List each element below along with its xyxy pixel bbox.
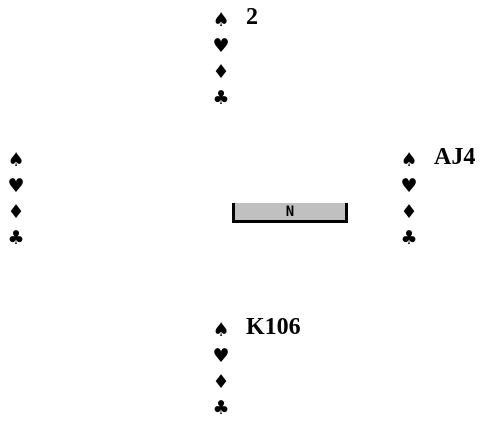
dealer-indicator: N bbox=[232, 203, 348, 223]
spade-icon: ♠ bbox=[7, 149, 25, 171]
club-icon: ♣ bbox=[400, 227, 418, 249]
south-spades-row: ♠ K106 bbox=[212, 314, 302, 344]
north-clubs-row: ♣ bbox=[212, 86, 302, 112]
spade-icon: ♠ bbox=[212, 319, 230, 341]
west-hand: ♠ ♥ ♦ ♣ bbox=[7, 148, 97, 252]
spade-icon: ♠ bbox=[212, 9, 230, 31]
west-diamonds-row: ♦ bbox=[7, 200, 97, 226]
east-clubs-row: ♣ bbox=[400, 226, 490, 252]
heart-icon: ♥ bbox=[212, 35, 230, 57]
north-spades-cards: 2 bbox=[246, 4, 258, 30]
east-spades-row: ♠ AJ4 bbox=[400, 144, 490, 174]
diamond-icon: ♦ bbox=[212, 371, 230, 393]
spade-icon: ♠ bbox=[400, 149, 418, 171]
heart-icon: ♥ bbox=[7, 175, 25, 197]
south-clubs-row: ♣ bbox=[212, 396, 302, 422]
east-spades-cards: AJ4 bbox=[434, 144, 476, 170]
diamond-icon: ♦ bbox=[212, 61, 230, 83]
club-icon: ♣ bbox=[7, 227, 25, 249]
north-hearts-row: ♥ bbox=[212, 34, 302, 60]
south-hand: ♠ K106 ♥ ♦ ♣ bbox=[212, 314, 302, 422]
west-spades-row: ♠ bbox=[7, 148, 97, 174]
diamond-icon: ♦ bbox=[7, 201, 25, 223]
heart-icon: ♥ bbox=[400, 175, 418, 197]
east-hand: ♠ AJ4 ♥ ♦ ♣ bbox=[400, 144, 490, 252]
east-diamonds-row: ♦ bbox=[400, 200, 490, 226]
heart-icon: ♥ bbox=[212, 345, 230, 367]
west-hearts-row: ♥ bbox=[7, 174, 97, 200]
north-diamonds-row: ♦ bbox=[212, 60, 302, 86]
south-spades-cards: K106 bbox=[246, 314, 301, 340]
east-hearts-row: ♥ bbox=[400, 174, 490, 200]
north-hand: ♠ 2 ♥ ♦ ♣ bbox=[212, 4, 302, 112]
north-spades-row: ♠ 2 bbox=[212, 4, 302, 34]
club-icon: ♣ bbox=[212, 397, 230, 419]
club-icon: ♣ bbox=[212, 87, 230, 109]
diamond-icon: ♦ bbox=[400, 201, 418, 223]
south-hearts-row: ♥ bbox=[212, 344, 302, 370]
dealer-label: N bbox=[285, 204, 295, 220]
west-clubs-row: ♣ bbox=[7, 226, 97, 252]
south-diamonds-row: ♦ bbox=[212, 370, 302, 396]
